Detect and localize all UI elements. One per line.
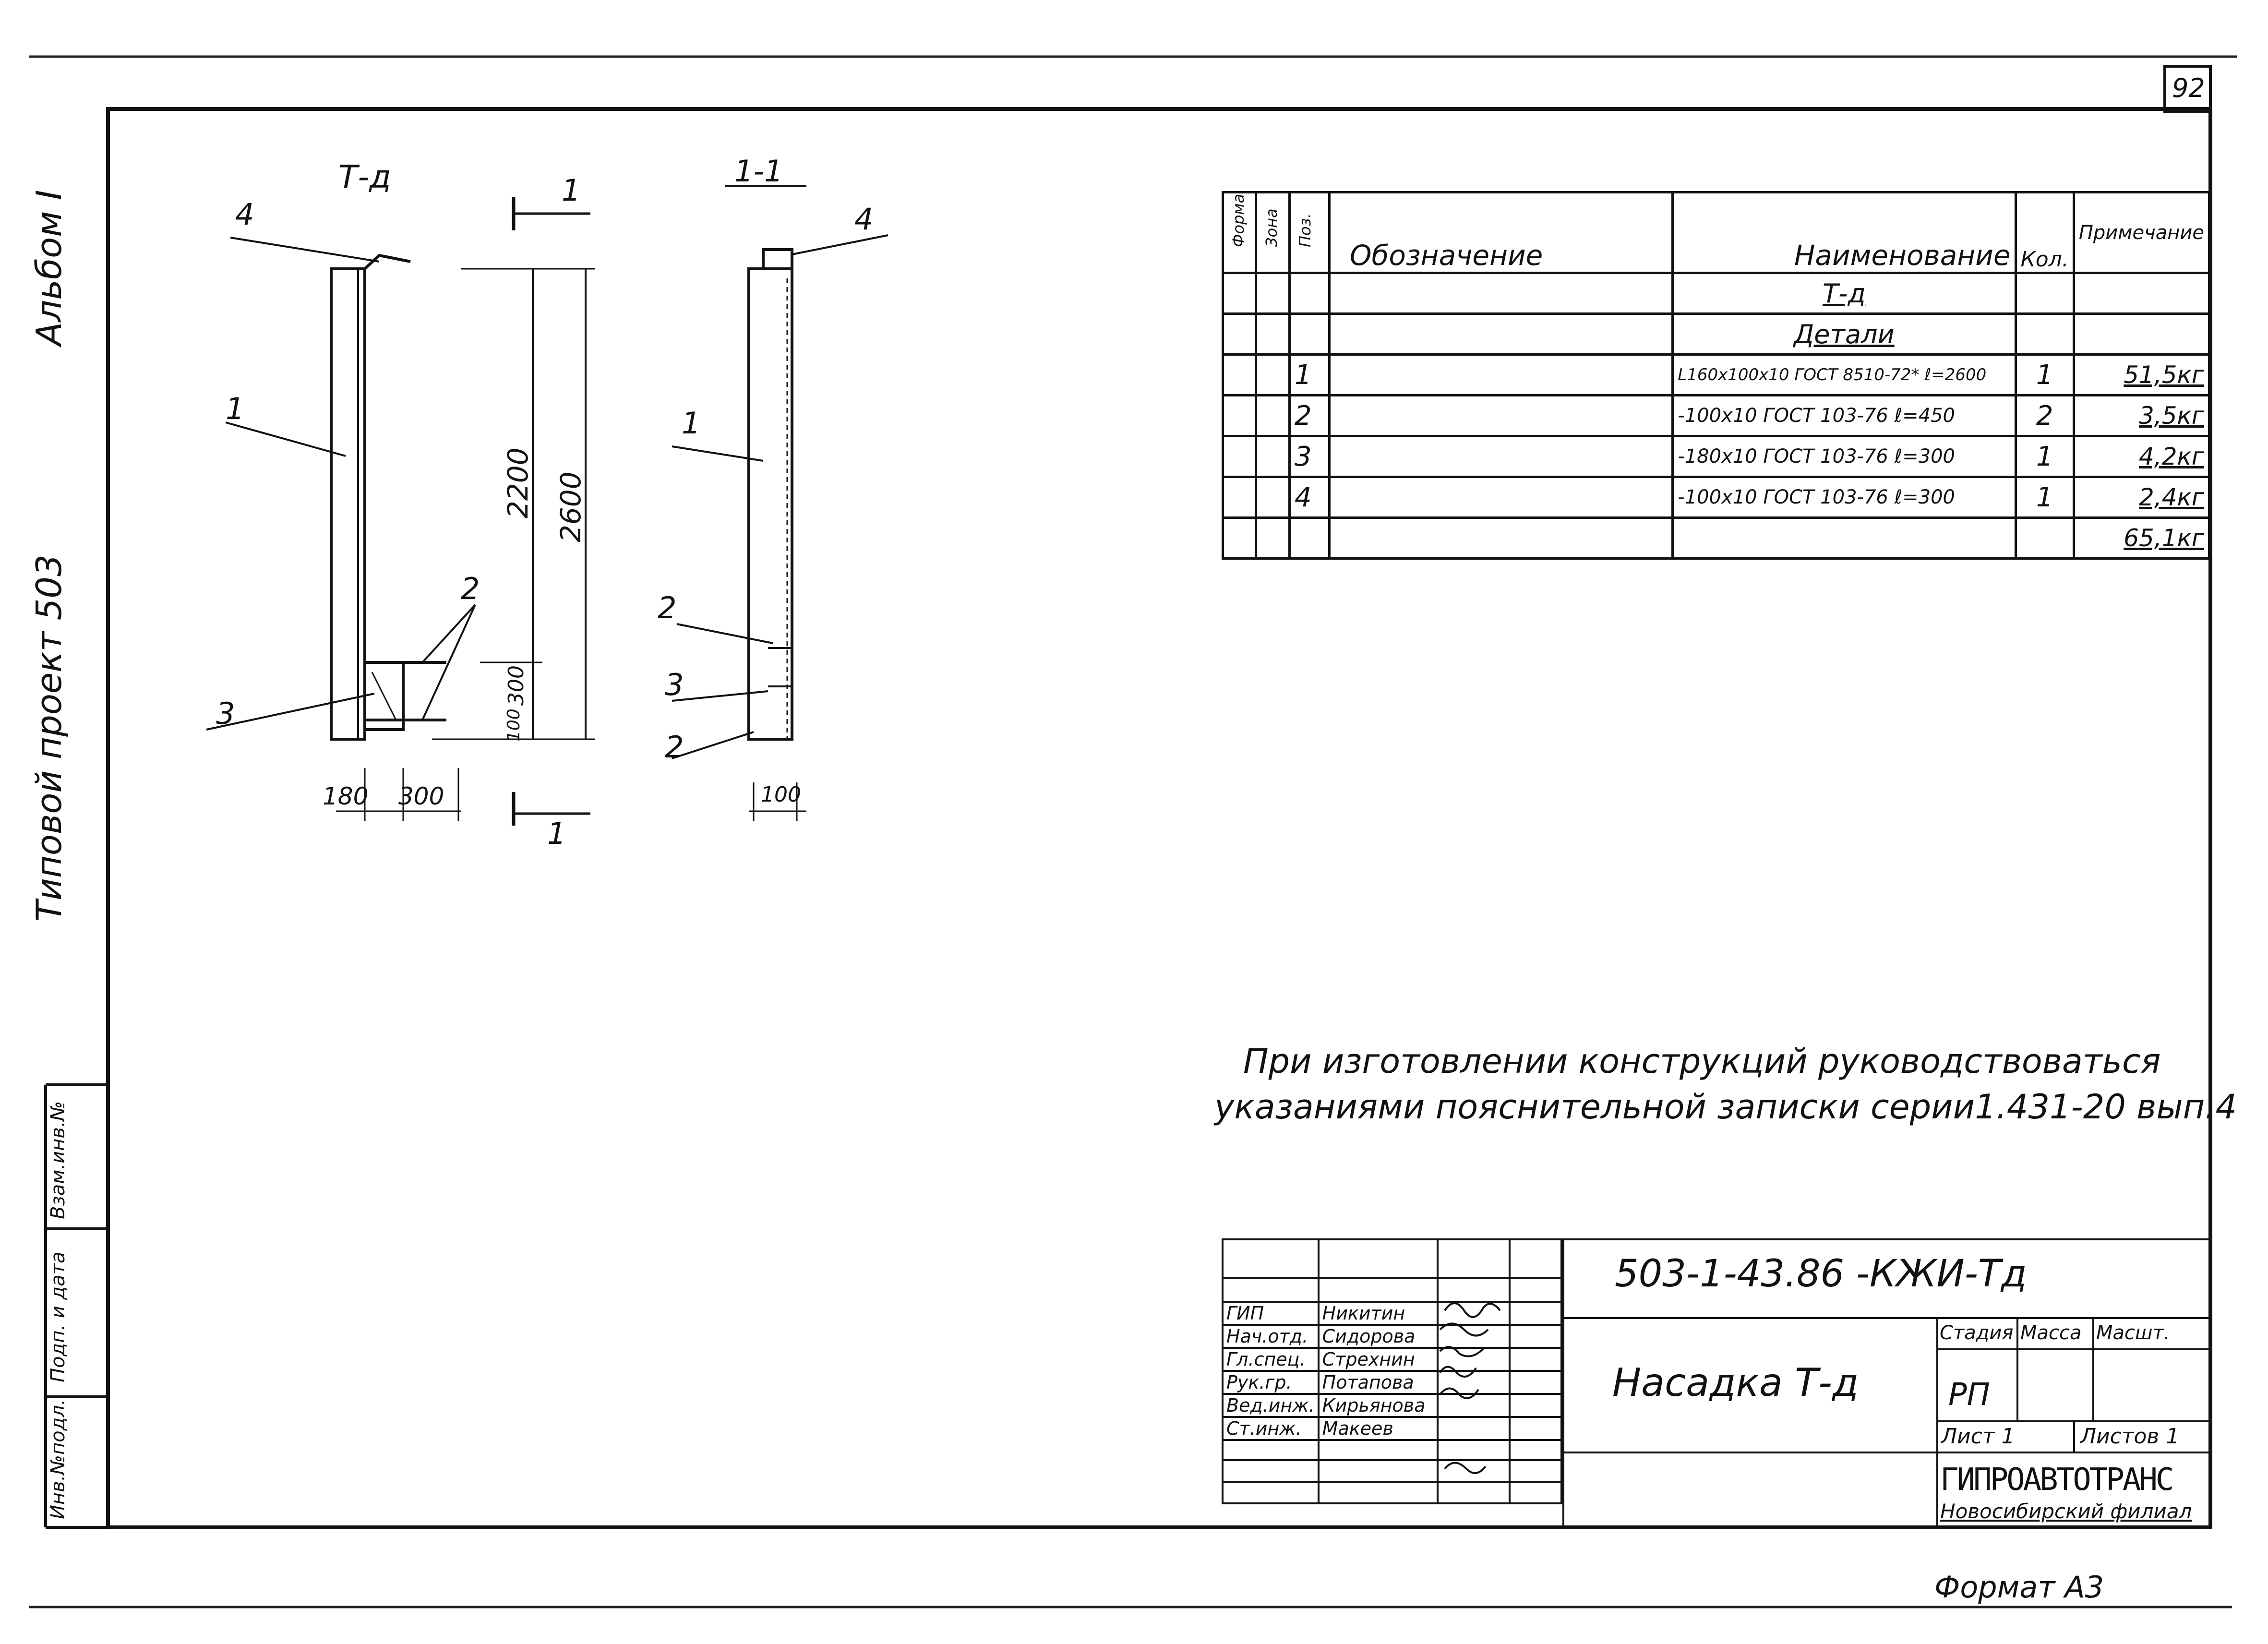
dim-300-horizontal: 300 (398, 782, 444, 810)
drawing-code: 503-1-43.86 -КЖИ-Тд (1615, 1252, 2027, 1296)
section-mark-bottom: 1 (547, 816, 566, 851)
dim-180: 180 (323, 782, 369, 810)
section-pos-label-2-bottom: 2 (665, 730, 684, 765)
section-pos-label-4: 4 (854, 202, 874, 237)
section-pos-label-2-top: 2 (658, 590, 677, 625)
header-designation: Обозначение (1328, 191, 1674, 274)
sheets-label: Листов 1 (2080, 1424, 2180, 1449)
sheet-number: 92 (2172, 73, 2205, 103)
scale-label: Масшт. (2096, 1322, 2170, 1344)
spec-table: Формат Зона Поз. Обозначение Наименовани… (1221, 191, 2211, 560)
stage-label: Стадия (1940, 1322, 2014, 1344)
header-qty: Кол. (2014, 191, 2075, 274)
role-3: Рук.гр. (1222, 1370, 1320, 1395)
section-dim-100: 100 (761, 782, 801, 807)
section-title: 1-1 (734, 154, 783, 189)
header-pos: Поз. (1288, 191, 1331, 274)
header-name: Наименование (1671, 191, 2017, 274)
org-name: ГИПРОАВТОТРАНС (1940, 1462, 2174, 1498)
stage-value: РП (1948, 1377, 1990, 1413)
format-label: Формат А3 (1934, 1570, 2104, 1605)
dim-300-vertical: 300 (504, 665, 528, 706)
role-5: Ст.инж. (1222, 1416, 1320, 1441)
role-4: Вед.инж. (1222, 1393, 1320, 1418)
group-title: Т-д (1671, 272, 2017, 315)
person-1: Сидорова (1317, 1324, 1439, 1349)
mass-label: Масса (2020, 1322, 2082, 1344)
header-zone: Зона (1255, 191, 1291, 274)
pos-label-1: 1 (226, 391, 245, 426)
person-0: Никитин (1317, 1301, 1439, 1326)
view-td-drawing (206, 197, 595, 826)
table-row: 4 -100x10 ГОСТ 103-76 ℓ=300 1 2,4кг (1221, 476, 2211, 519)
vzam-inv-label: Взам.инв.№ (47, 1101, 69, 1219)
table-row: 3 -180x10 ГОСТ 103-76 ℓ=300 1 4,2кг (1221, 435, 2211, 478)
table-row: 1 L160x100x10 ГОСТ 8510-72* ℓ=2600 1 51,… (1221, 353, 2211, 396)
title-block-main: 503-1-43.86 -КЖИ-Тд Насадка Т-д Стадия М… (1562, 1238, 2212, 1528)
pos-label-4: 4 (235, 197, 254, 232)
dim-100-vertical: 100 (504, 708, 524, 742)
project-label: Типовой проект 503 (29, 554, 69, 922)
view-title: Т-д (338, 158, 391, 195)
section-11-drawing (672, 185, 888, 821)
person-5: Макеев (1317, 1416, 1439, 1441)
dim-2600: 2600 (554, 471, 587, 542)
person-2: Стрехнин (1317, 1347, 1439, 1372)
drawing-name: Насадка Т-д (1612, 1360, 1859, 1405)
podp-data-label: Подп. и дата (47, 1251, 69, 1382)
header-note: Примечание (2072, 191, 2211, 274)
pos-label-3: 3 (216, 696, 235, 731)
person-3: Потапова (1317, 1370, 1439, 1395)
group-subtitle: Детали (1671, 312, 2017, 356)
section-pos-label-3: 3 (665, 667, 684, 702)
table-row: 2 -100x10 ГОСТ 103-76 ℓ=450 2 3,5кг (1221, 394, 2211, 437)
note-line-1: При изготовлении конструкций руководство… (1243, 1042, 2161, 1081)
person-4: Кирьянова (1317, 1393, 1439, 1418)
dim-2200: 2200 (502, 447, 534, 518)
sheet-label: Лист 1 (1941, 1424, 2015, 1449)
header-format: Формат (1221, 191, 1258, 274)
pos-label-2: 2 (461, 571, 480, 606)
section-pos-label-1: 1 (682, 406, 701, 441)
album-label: Альбом I (29, 190, 69, 346)
total-mass: 65,1кг (2072, 516, 2211, 560)
role-2: Гл.спец. (1222, 1347, 1320, 1372)
role-0: ГИП (1222, 1301, 1320, 1326)
inv-podl-label: Инв.№подл. (47, 1399, 69, 1519)
org-branch: Новосибирский филиал (1940, 1500, 2192, 1523)
role-1: Нач.отд. (1222, 1324, 1320, 1349)
note-line-2: указаниями пояснительной записки серии1.… (1214, 1087, 2237, 1127)
section-mark-top: 1 (562, 173, 581, 208)
